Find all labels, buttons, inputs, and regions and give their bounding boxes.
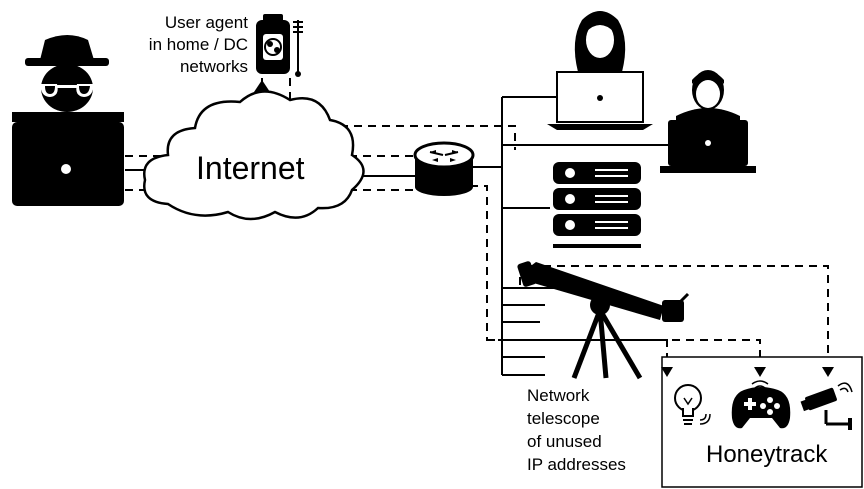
internet-label: Internet	[196, 150, 305, 186]
cloud-icon	[143, 90, 365, 221]
dashed-lines	[125, 78, 829, 372]
lightbulb-icon	[674, 384, 711, 425]
network-telescope-label: Network telescope of unused IP addresses	[527, 386, 626, 474]
security-camera-icon	[800, 382, 853, 430]
attacker-laptop-icon	[12, 122, 124, 206]
hacker-icon	[12, 35, 124, 122]
honeytrack-label: Honeytrack	[706, 441, 828, 468]
honeytrack-box	[661, 356, 863, 488]
user-agent-label: User agent in home / DC networks	[148, 13, 248, 76]
connection-lines	[125, 96, 668, 376]
man-user-icon	[676, 70, 740, 122]
server-icon	[553, 162, 641, 248]
user-agent-device-icon	[254, 14, 303, 92]
gamepad-icon	[731, 380, 791, 429]
woman-laptop-icon	[547, 71, 653, 130]
telescope-icon	[517, 261, 690, 380]
man-laptop-icon	[660, 120, 756, 173]
router-icon	[413, 141, 475, 196]
